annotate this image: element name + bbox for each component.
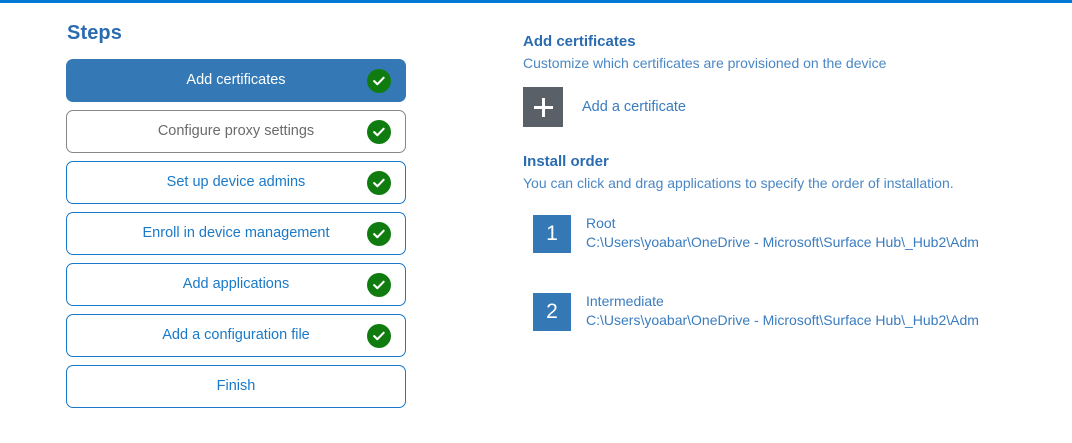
install-order-list: 1 Root C:\Users\yoabar\OneDrive - Micros… [523,215,1072,331]
check-circle-icon [367,119,391,144]
step-button-enroll-in-device-management[interactable]: Enroll in device management [66,212,406,255]
step-button-set-up-device-admins[interactable]: Set up device admins [66,161,406,204]
add-certificates-section: Add certificates Customize which certifi… [523,33,1072,127]
steps-panel: Steps Add certificates Configure proxy s… [66,3,406,416]
step-label: Add a configuration file [162,326,310,343]
order-number-badge: 2 [533,293,571,331]
order-item-name: Intermediate [586,293,664,309]
detail-panel: Add certificates Customize which certifi… [523,3,1072,443]
install-order-title: Install order [523,153,609,170]
step-button-add-a-configuration-file[interactable]: Add a configuration file [66,314,406,357]
step-button-configure-proxy-settings[interactable]: Configure proxy settings [66,110,406,153]
install-order-section: Install order You can click and drag app… [523,153,1072,331]
step-label: Add certificates [186,71,286,88]
install-order-item[interactable]: 2 Intermediate C:\Users\yoabar\OneDrive … [533,293,1072,331]
check-circle-icon [367,323,391,348]
step-label: Enroll in device management [142,224,330,241]
add-a-certificate-button[interactable]: Add a certificate [523,87,686,127]
step-label: Finish [216,377,256,394]
check-circle-icon [367,68,391,93]
steps-title: Steps [67,22,122,44]
order-item-path: C:\Users\yoabar\OneDrive - Microsoft\Sur… [586,312,979,328]
install-order-item[interactable]: 1 Root C:\Users\yoabar\OneDrive - Micros… [533,215,1072,253]
check-circle-icon [367,170,391,195]
step-label: Add applications [182,275,290,292]
order-item-text: Root C:\Users\yoabar\OneDrive - Microsof… [586,214,979,252]
step-button-finish[interactable]: Finish [66,365,406,408]
order-item-path: C:\Users\yoabar\OneDrive - Microsoft\Sur… [586,234,979,250]
step-button-add-certificates[interactable]: Add certificates [66,59,406,102]
step-label: Set up device admins [166,173,306,190]
install-order-subtitle: You can click and drag applications to s… [523,175,954,191]
plus-icon [523,87,563,127]
page-subtitle: Customize which certificates are provisi… [523,55,887,71]
order-item-text: Intermediate C:\Users\yoabar\OneDrive - … [586,292,979,330]
check-circle-icon [367,272,391,297]
top-accent-rule [0,0,1072,3]
add-a-certificate-label: Add a certificate [582,99,686,115]
order-item-name: Root [586,215,616,231]
order-number-badge: 1 [533,215,571,253]
step-label: Configure proxy settings [157,122,315,139]
check-circle-icon [367,221,391,246]
step-button-add-applications[interactable]: Add applications [66,263,406,306]
page-body: Steps Add certificates Configure proxy s… [0,3,1072,443]
page-title: Add certificates [523,33,636,50]
